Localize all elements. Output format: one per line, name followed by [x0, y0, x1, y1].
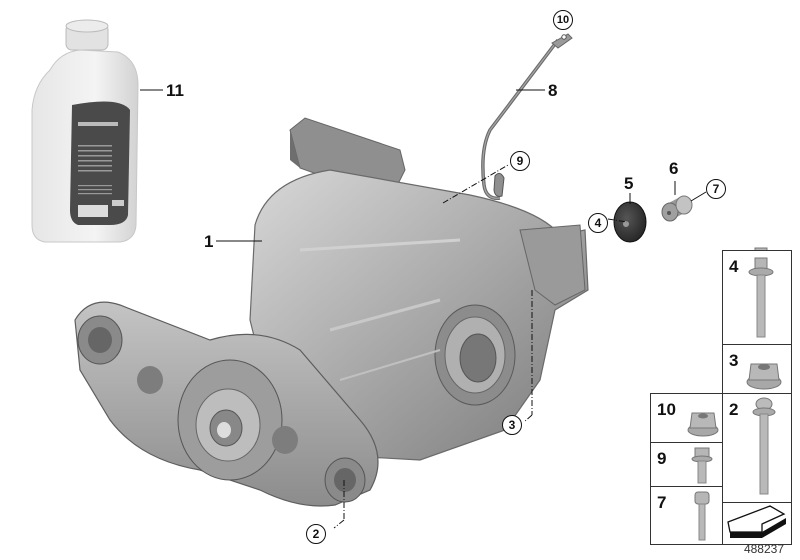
- dash-leader-lines: [333, 164, 628, 529]
- callout-circled-4: 4: [588, 213, 608, 233]
- grid-cell-4: 4: [722, 250, 792, 345]
- callout-circled-3: 3: [502, 415, 522, 435]
- callout-circled-10: 10: [553, 10, 573, 30]
- leader-lines: [140, 89, 707, 242]
- grid-cell-3: 3: [722, 344, 792, 394]
- grid-cell-7: 7: [650, 486, 723, 545]
- callout-6: 6: [669, 159, 679, 178]
- grid-number: 7: [657, 493, 667, 512]
- grid-number: 3: [729, 351, 739, 370]
- grid-number: 4: [729, 257, 739, 276]
- grid-cell-9: 9: [650, 442, 723, 487]
- grid-number: 10: [657, 400, 676, 419]
- callout-circled-9: 9: [510, 151, 530, 171]
- grid-cell-arrow: [722, 502, 792, 545]
- callout-1: 1: [204, 232, 214, 251]
- document-id: 488237: [743, 542, 784, 556]
- grid-number: 9: [657, 449, 667, 468]
- rubber-mount-illustration: [613, 201, 647, 243]
- grid-cell-10: 10: [650, 393, 723, 443]
- spacer-sleeve-illustration: [661, 195, 693, 222]
- vent-line-illustration: [481, 33, 573, 200]
- callout-circled-2: 2: [306, 524, 326, 544]
- oil-bottle-illustration: [31, 19, 139, 243]
- grid-number: 2: [729, 400, 739, 419]
- grid-cell-2: 2: [722, 393, 792, 503]
- differential-illustration: [74, 117, 589, 507]
- callout-11: 11: [166, 81, 184, 100]
- callout-8: 8: [548, 81, 558, 100]
- callout-5: 5: [624, 174, 634, 193]
- callout-circled-7: 7: [706, 179, 726, 199]
